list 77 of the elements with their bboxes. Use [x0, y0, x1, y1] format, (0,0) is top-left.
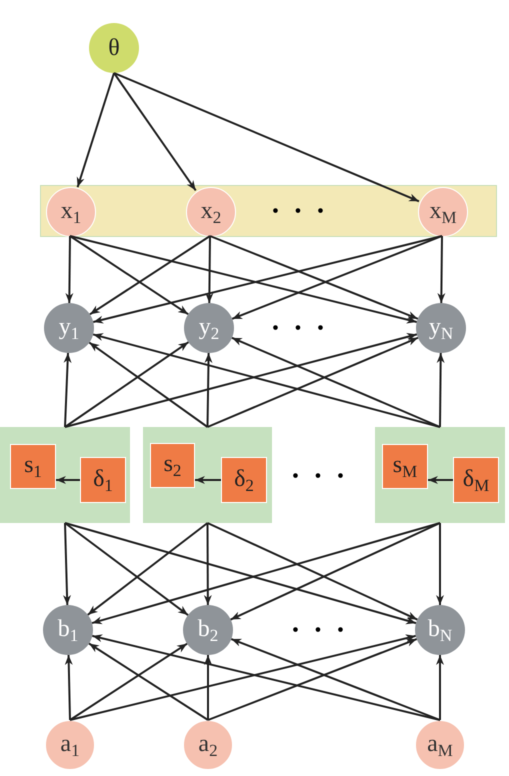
- arrow: [437, 236, 446, 304]
- ellipsis: • • •: [290, 620, 350, 640]
- arrow: [205, 236, 214, 304]
- variable-label: x$_{1}$: [60, 198, 82, 226]
- arrow: [64, 352, 72, 428]
- variable-node: [186, 187, 236, 237]
- arrow: [230, 522, 440, 620]
- variable-label: x$_{M}$: [429, 198, 457, 226]
- arrow: [436, 655, 444, 720]
- arrow: [208, 638, 418, 721]
- group-box: [143, 427, 272, 523]
- variable-node: [183, 605, 233, 655]
- parameter-node: [89, 23, 139, 73]
- arrow: [113, 72, 197, 192]
- arrow: [69, 235, 189, 316]
- group-box: [0, 427, 130, 523]
- variable-label: a$_{2}$: [198, 732, 218, 758]
- arrow: [64, 654, 73, 720]
- variable-box: [150, 443, 195, 488]
- variable-label: s$_{2}$: [164, 452, 182, 479]
- arrow: [210, 235, 418, 320]
- ellipsis: • • •: [270, 202, 330, 220]
- variable-label: δ$_{1}$: [93, 466, 113, 494]
- arrow: [204, 352, 212, 428]
- variable-node: [184, 303, 234, 353]
- variable-box: [221, 457, 267, 503]
- variable-label: δ$_{M}$: [462, 466, 490, 494]
- arrow: [195, 476, 221, 484]
- arrow: [76, 72, 115, 188]
- variable-node: [416, 303, 466, 353]
- variable-label: b$_{1}$: [58, 616, 78, 644]
- variable-node: [418, 187, 468, 237]
- arrow: [204, 655, 212, 720]
- arrow: [436, 523, 444, 605]
- group-box: [375, 427, 505, 523]
- variable-label: x$_{2}$: [200, 198, 222, 226]
- arrow: [64, 341, 189, 428]
- arrow: [428, 476, 453, 484]
- variable-node: [415, 605, 465, 655]
- arrow: [207, 522, 418, 620]
- variable-box: [80, 457, 126, 503]
- variable-label: y$_{2}$: [198, 314, 220, 342]
- arrow: [88, 642, 209, 721]
- variable-node: [46, 187, 96, 237]
- arrow: [230, 638, 440, 721]
- variable-label: s$_{1}$: [24, 453, 42, 480]
- arrow: [65, 236, 74, 304]
- arrow: [64, 522, 189, 616]
- arrow: [56, 476, 80, 484]
- arrow: [87, 522, 208, 616]
- variable-node: [44, 303, 94, 353]
- group-band: [40, 185, 497, 237]
- variable-node: [43, 605, 93, 655]
- variable-label: b$_{N}$: [428, 616, 452, 644]
- arrow: [69, 642, 188, 721]
- variable-label: s$_{M}$: [392, 453, 418, 480]
- variable-label: a$_{M}$: [427, 732, 453, 758]
- variable-label: y$_{N}$: [428, 314, 454, 342]
- ellipsis: • • •: [290, 466, 350, 486]
- arrow: [204, 523, 212, 605]
- arrow: [232, 235, 442, 320]
- ellipsis: • • •: [270, 318, 330, 338]
- arrow: [114, 72, 420, 202]
- variable-label: y$_{1}$: [58, 314, 80, 342]
- variable-label: b$_{2}$: [198, 616, 218, 644]
- variable-box: [453, 457, 499, 503]
- variable-label: a$_{1}$: [60, 732, 80, 758]
- variable-box: [10, 444, 56, 489]
- arrow: [232, 336, 440, 428]
- variable-label: δ$_{2}$: [234, 466, 254, 494]
- variable-box: [382, 444, 428, 489]
- arrow: [207, 336, 418, 428]
- arrow: [89, 235, 211, 316]
- variable-label: θ: [108, 36, 120, 60]
- arrow: [88, 342, 208, 428]
- arrow: [63, 522, 72, 606]
- arrow: [436, 352, 445, 428]
